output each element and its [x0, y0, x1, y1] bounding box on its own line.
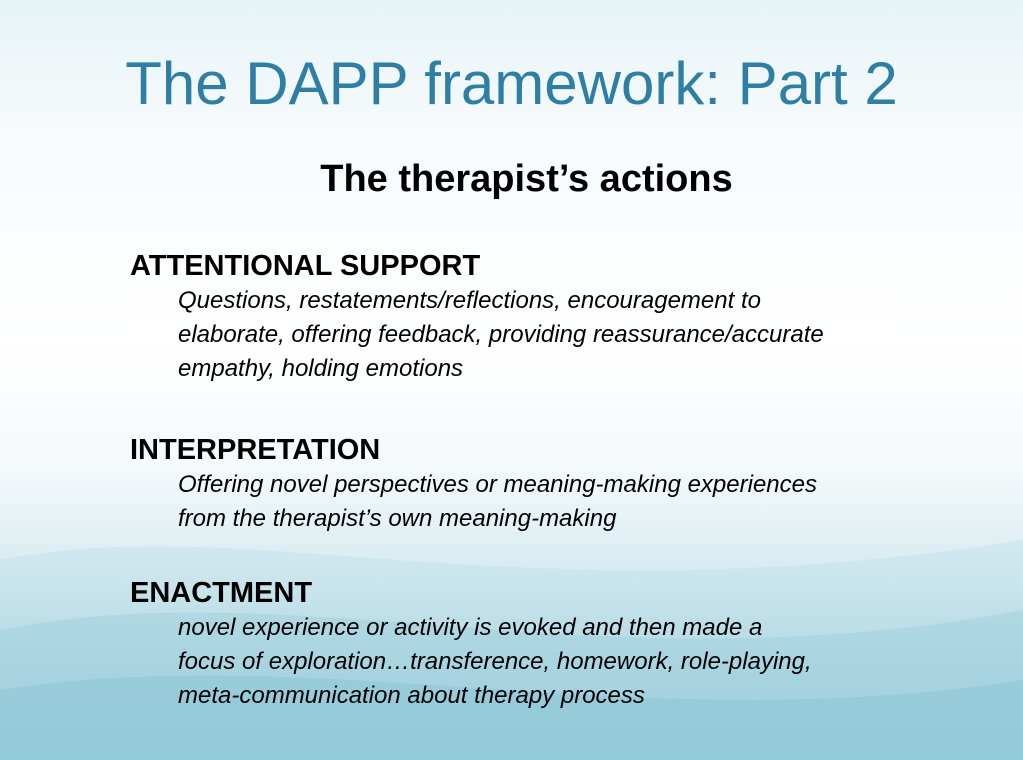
section-heading: INTERPRETATION	[130, 434, 381, 466]
background-wave-decoration	[0, 540, 1023, 760]
description-line: Offering novel perspectives or meaning-m…	[178, 471, 817, 498]
section-interpretation: INTERPRETATION Offering novel perspectiv…	[130, 433, 990, 536]
section-heading: ENACTMENT	[130, 577, 313, 609]
description-line: elaborate, offering feedback, providing …	[178, 321, 824, 348]
section-enactment: ENACTMENT novel experience or activity i…	[130, 576, 990, 713]
section-attentional-support: ATTENTIONAL SUPPORT Questions, restateme…	[130, 249, 990, 386]
description-line: Questions, restatements/reflections, enc…	[178, 287, 761, 314]
section-description: Questions, restatements/reflections, enc…	[178, 284, 990, 386]
description-line: empathy, holding emotions	[178, 355, 464, 382]
section-heading: ATTENTIONAL SUPPORT	[130, 250, 481, 282]
section-description: Offering novel perspectives or meaning-m…	[178, 468, 990, 536]
description-line: from the therapist’s own meaning-making	[178, 505, 617, 532]
description-line: meta-communication about therapy process	[178, 682, 645, 709]
description-line: novel experience or activity is evoked a…	[178, 614, 763, 641]
description-line: focus of exploration…transference, homew…	[178, 648, 812, 675]
slide-subtitle: The therapist’s actions	[320, 158, 733, 200]
slide-title: The DAPP framework: Part 2	[125, 50, 898, 117]
section-description: novel experience or activity is evoked a…	[178, 611, 990, 713]
